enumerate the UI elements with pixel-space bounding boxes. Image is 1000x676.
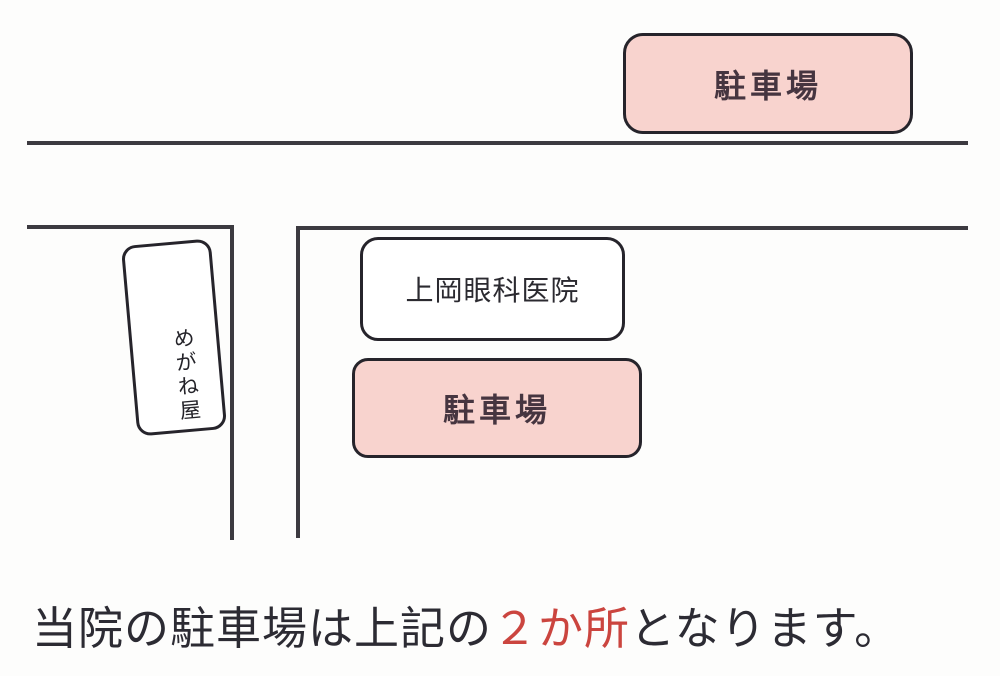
caption-highlight: ２か所	[492, 602, 631, 655]
caption-after: となります。	[630, 602, 901, 655]
parking-top-label: 駐車場	[713, 66, 822, 105]
clinic-label: 上岡眼科医院	[405, 274, 580, 307]
parking-area-top: 駐車場	[623, 33, 913, 134]
glasses-shop-label: めがね屋	[170, 326, 203, 424]
road-edge-top	[27, 141, 968, 145]
caption-before: 当院の駐車場は上記の	[32, 602, 493, 655]
parking-bottom-label: 駐車場	[442, 391, 551, 429]
clinic-building: 上岡眼科医院	[360, 237, 625, 341]
road-edge-vertical-right	[296, 226, 300, 538]
glasses-shop-building: めがね屋	[120, 238, 228, 437]
road-edge-middle-left	[27, 225, 234, 229]
road-edge-vertical-left	[230, 225, 234, 540]
road-edge-middle-right	[296, 226, 968, 230]
parking-area-bottom: 駐車場	[352, 358, 642, 458]
caption-text: 当院の駐車場は上記の２か所となります。	[32, 592, 900, 657]
